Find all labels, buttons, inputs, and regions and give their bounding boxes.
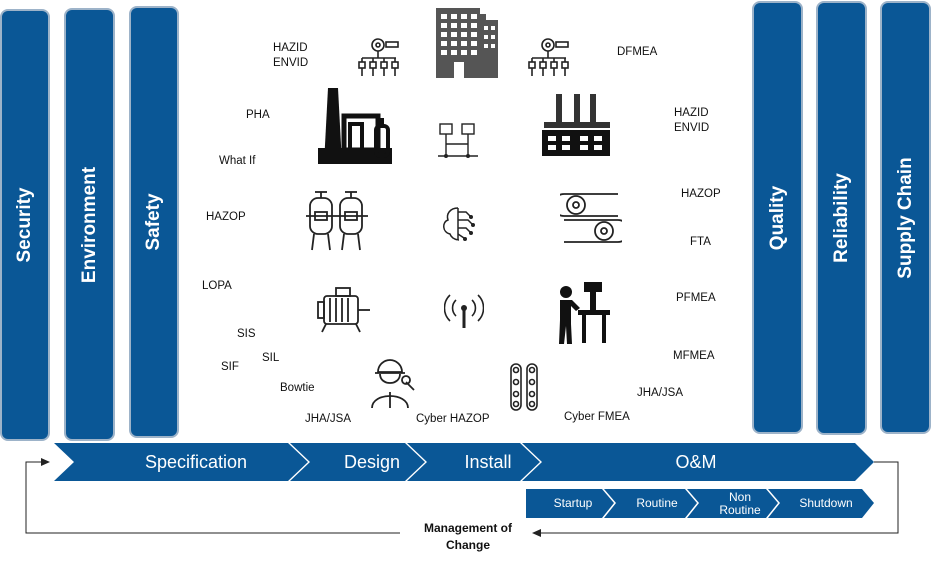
- method-hazop: HAZOP: [206, 211, 246, 223]
- pillar-safety: Safety: [129, 6, 179, 438]
- method-pha: PHA: [246, 109, 270, 121]
- wireless-antenna-icon: [444, 294, 484, 328]
- subphase-non-routine-chevron: [687, 489, 778, 518]
- circuit-brain-icon: [443, 207, 475, 241]
- method-bowtie: Bowtie: [280, 382, 315, 394]
- method-hazid-envid: HAZID ENVID: [273, 42, 309, 69]
- network-icon: [438, 123, 478, 158]
- subphase-label-non-routine: Non Routine: [719, 489, 761, 517]
- pillar-environment: Environment: [64, 8, 115, 441]
- method-hazop: HAZOP: [681, 188, 721, 200]
- phase-label-install: Install: [464, 451, 512, 472]
- machine-operator-icon: [559, 282, 610, 344]
- phase-specification-chevron: [54, 443, 308, 481]
- phase-om-chevron: [522, 443, 874, 481]
- subphase-label-startup: Startup: [553, 496, 593, 510]
- subphase-shutdown-chevron: [768, 489, 874, 518]
- engineer-icon: [371, 359, 415, 409]
- roller-chain-icon: [510, 363, 538, 411]
- management-of-change-label: Management of Change: [423, 521, 512, 552]
- reactor-vessels-icon: [306, 191, 368, 251]
- method-pfmea: PFMEA: [676, 292, 716, 304]
- phase-install-chevron: [407, 443, 540, 481]
- method-sis: SIS: [237, 328, 256, 340]
- method-what-if: What If: [219, 155, 256, 167]
- method-cyber-hazop: Cyber HAZOP: [416, 413, 490, 425]
- method-hazid-envid: HAZID ENVID: [674, 107, 710, 134]
- method-sil: SIL: [262, 352, 280, 364]
- subphase-label-routine: Routine: [636, 496, 678, 510]
- pillar-supply-chain: Supply Chain: [880, 1, 931, 434]
- conveyor-belt-icon: [560, 193, 622, 243]
- feedback-loop-arrow: [25, 461, 899, 534]
- factory-icon: [542, 94, 610, 156]
- phase-label-design: Design: [343, 451, 401, 472]
- phase-label-specification: Specification: [144, 451, 248, 472]
- method-mfmea: MFMEA: [673, 350, 715, 362]
- electric-motor-icon: [317, 287, 370, 333]
- pillar-security: Security: [0, 9, 50, 441]
- phase-design-chevron: [290, 443, 425, 481]
- method-jha-jsa: JHA/JSA: [637, 387, 684, 399]
- refinery-icon: [318, 88, 392, 164]
- method-sif: SIF: [221, 361, 239, 373]
- method-dfmea: DFMEA: [617, 46, 658, 58]
- method-fta: FTA: [690, 236, 711, 248]
- method-jha-jsa: JHA/JSA: [305, 413, 352, 425]
- method-lopa: LOPA: [202, 280, 232, 292]
- process-diagram-icon: [358, 38, 399, 76]
- feedback-arrowhead-icon: [532, 529, 541, 537]
- phase-label-om: O&M: [675, 451, 717, 472]
- office-building-icon: [436, 8, 498, 78]
- process-diagram-icon: [528, 38, 569, 76]
- pillar-reliability: Reliability: [816, 1, 867, 435]
- subphase-routine-chevron: [604, 489, 697, 518]
- pillar-quality: Quality: [752, 1, 803, 434]
- subphase-label-shutdown: Shutdown: [799, 496, 853, 510]
- feedback-arrowhead-icon: [41, 458, 50, 466]
- subphase-startup-chevron: [526, 489, 614, 518]
- method-cyber-fmea: Cyber FMEA: [564, 411, 630, 423]
